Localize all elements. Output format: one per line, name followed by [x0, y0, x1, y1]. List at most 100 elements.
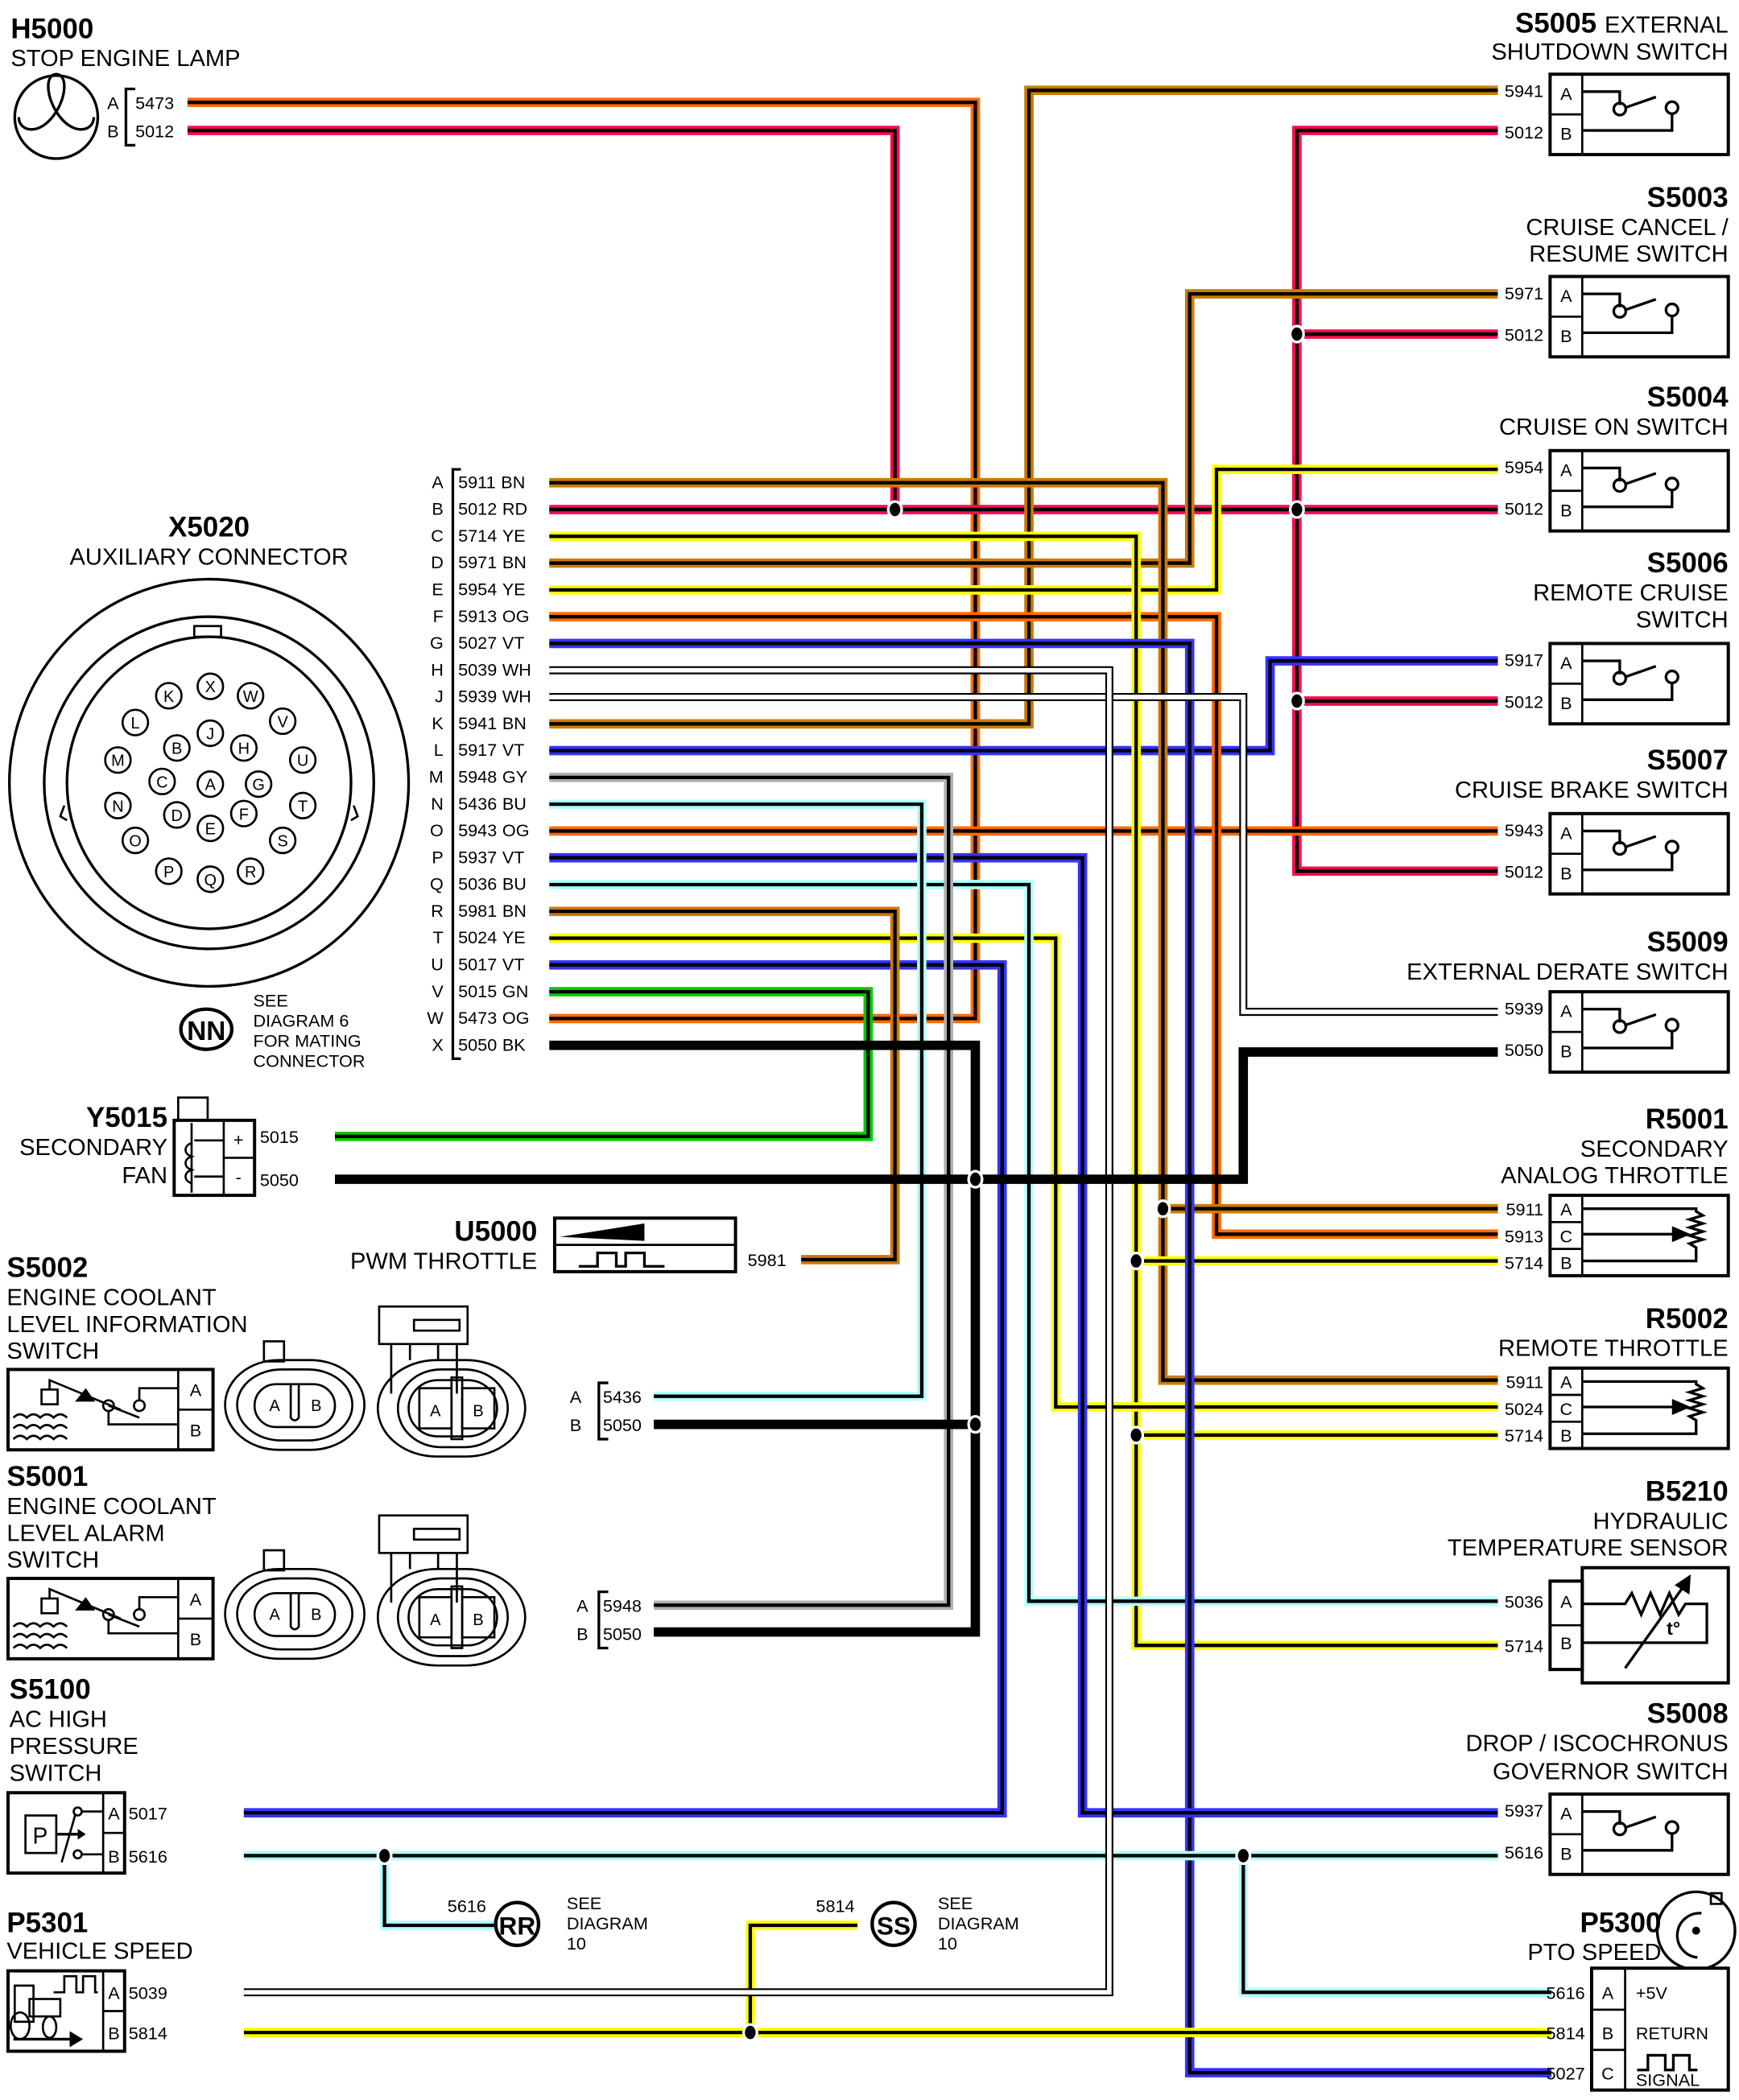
wire-number: 5050 [603, 1415, 642, 1435]
wire-number: 5937 [1505, 1801, 1543, 1821]
component-u5000[interactable]: U5000 PWM THROTTLE 5981 [350, 1216, 787, 1275]
component-p5300[interactable]: P5300 PTO SPEED A B C +5V RETURN SIGNAL … [1527, 1890, 1737, 2092]
component-name: ENGINE COOLANT [6, 1494, 217, 1520]
component-r5001[interactable]: R5001 SECONDARY ANALOG THROTTLE A C B 59… [1501, 1104, 1730, 1277]
cavity-letter: L [131, 715, 140, 732]
switch-icon [1548, 448, 1730, 533]
pin-letter: A [432, 472, 444, 492]
wire-5971 [549, 289, 1498, 568]
wire-5017 [243, 960, 1007, 1818]
wire-number: 5911 [1506, 1372, 1544, 1392]
component-id: S5006 [1647, 547, 1729, 579]
wire-5012 [1292, 126, 1498, 877]
component-b5210[interactable]: B5210 HYDRAULIC TEMPERATURE SENSOR t° A … [1448, 1475, 1730, 1685]
cavity [121, 708, 150, 736]
splice-junction [376, 1846, 393, 1866]
pin-letter: U [431, 954, 444, 974]
pin-letter: C [431, 526, 444, 546]
component-y5015[interactable]: Y5015 SECONDARY FAN + - 5015 5050 [19, 1096, 299, 1198]
wire-number: 5814 [816, 1896, 854, 1916]
cavity-letter: P [163, 864, 174, 881]
reference-ss[interactable]: 5814 SS SEE DIAGRAM 10 [816, 1893, 1018, 1954]
splice-junction [741, 2023, 758, 2042]
pin-function: SIGNAL [1636, 2070, 1700, 2090]
switch-icon [1548, 274, 1730, 359]
reference-rr[interactable]: 5616 RR SEE DIAGRAM 10 [448, 1893, 648, 1954]
wire-number: 5436 [603, 1387, 642, 1407]
pin-label: A [570, 1387, 582, 1407]
cavity [104, 746, 132, 774]
cavity-letter: Q [204, 872, 217, 889]
cavity-letter: R [245, 864, 256, 881]
component-name: AUXILIARY CONNECTOR [70, 544, 349, 570]
component-s5100[interactable]: S5100 AC HIGH PRESSURE SWITCH P A B 5017… [6, 1674, 167, 1875]
wire-5917 [549, 656, 1498, 756]
component-id: B5210 [1646, 1475, 1729, 1507]
pin-letter: H [431, 659, 444, 679]
wire-number: 5012 [1505, 862, 1543, 882]
pin-label: + [233, 1129, 244, 1149]
component-id: P5301 [6, 1907, 88, 1938]
ref-line: CONNECTOR [254, 1050, 366, 1071]
component-name: HYDRAULIC [1592, 1508, 1728, 1534]
splice-junction [1288, 324, 1305, 344]
pin-label: B [190, 1629, 201, 1649]
cavity [288, 746, 317, 774]
pin-letter: J [435, 687, 444, 707]
pin-letter: K [432, 713, 444, 733]
mating-reference: NN SEE DIAGRAM 6 FOR MATING CONNECTOR [179, 990, 366, 1071]
ref-line: SEE [254, 990, 288, 1010]
pin-label: B [108, 2023, 119, 2043]
wire-5954 [549, 464, 1498, 595]
cavity [121, 826, 150, 855]
cavity [268, 826, 297, 855]
cavity [163, 801, 191, 829]
pin-function: +5V [1636, 1983, 1668, 2003]
ref-line: DIAGRAM [938, 1913, 1019, 1933]
cavity [268, 707, 297, 736]
component-p5301[interactable]: P5301 VEHICLE SPEED A B 5039 5814 [6, 1907, 193, 2053]
wire-number: 5039 [129, 1983, 167, 2003]
wire-5024 [549, 933, 1498, 1412]
cavity-letter: K [163, 688, 175, 706]
component-name: SWITCH [6, 1548, 99, 1574]
splice-junction [1128, 1251, 1145, 1271]
pin-label: B [107, 121, 118, 141]
splice-junction [1235, 1846, 1252, 1866]
component-id: U5000 [454, 1216, 537, 1248]
switch-icon [1548, 811, 1730, 896]
pin-label: A [1560, 653, 1572, 673]
component-h5000[interactable]: H5000 STOP ENGINE LAMP A B 5473 5012 [10, 13, 241, 160]
component-name: STOP ENGINE LAMP [10, 46, 240, 72]
pressure-symbol: P [32, 1822, 48, 1848]
wires-layer [187, 85, 1552, 2077]
wire-5939 [549, 693, 1498, 1017]
pin-letter: N [431, 794, 444, 814]
wire-number: 5971 [1505, 283, 1543, 303]
component-s5002[interactable]: S5002 ENGINE COOLANT LEVEL INFORMATION S… [6, 1252, 642, 1458]
cavity [104, 791, 132, 819]
component-id: S5008 [1647, 1698, 1729, 1730]
pin-letter: E [432, 580, 443, 600]
component-name-inline: EXTERNAL [1605, 13, 1729, 39]
component-s5001[interactable]: S5001 ENGINE COOLANT LEVEL ALARM SWITCH … [6, 1461, 642, 1667]
cavity-letter: H [238, 741, 250, 758]
wire-number: 5050 [1505, 1040, 1543, 1060]
component-id: S5005 [1515, 8, 1596, 39]
pressure-switch-icon: P [6, 1791, 126, 1875]
pin-label: A [1602, 1983, 1614, 2003]
component-r5002[interactable]: R5002 REMOTE THROTTLE A C B 5911 5024 57… [1498, 1303, 1730, 1450]
